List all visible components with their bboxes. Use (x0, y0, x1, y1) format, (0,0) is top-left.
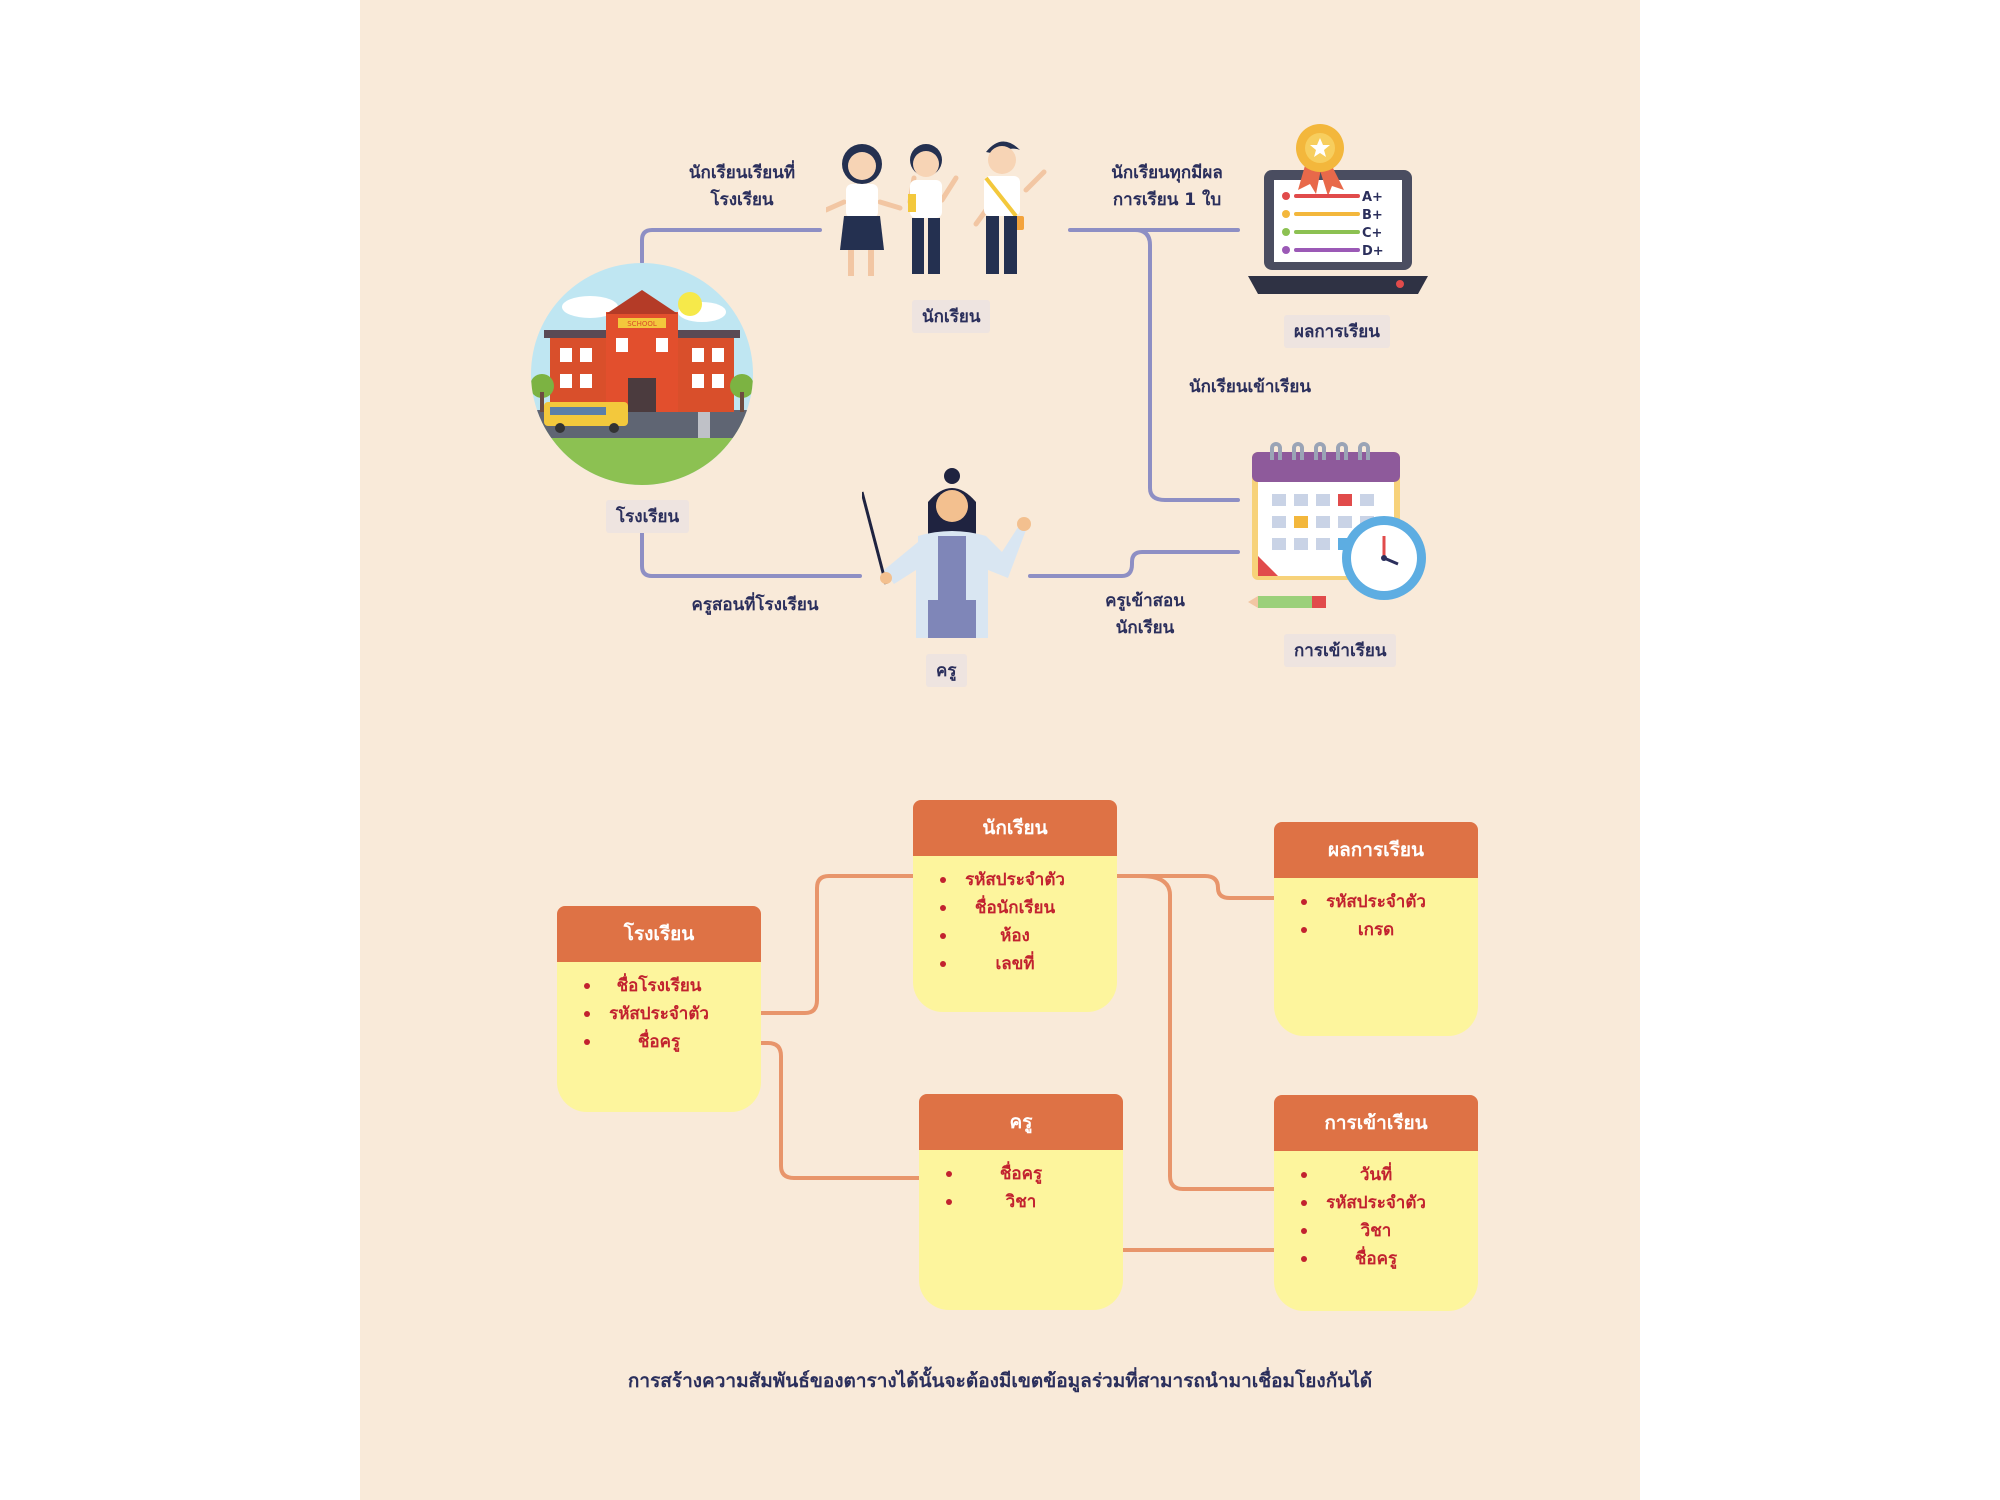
field-school-id: รหัสประจำตัว (557, 1000, 761, 1028)
table-title-teacher: ครู (919, 1094, 1123, 1150)
table-fields-attendance: วันที่ รหัสประจำตัว วิชา ชื่อครู (1274, 1151, 1478, 1311)
school-illustration-icon: SCHOOL (531, 263, 753, 485)
field-student-id: รหัสประจำตัว (913, 866, 1117, 894)
node-label-school: โรงเรียน (606, 500, 690, 533)
link-school-teacher-name (742, 1041, 948, 1180)
field-teacher-subject: วิชา (919, 1188, 1123, 1216)
link-student-attendance-id (1138, 874, 1290, 1191)
table-title-result: ผลการเรียน (1274, 822, 1478, 878)
grade-c: C+ (1362, 226, 1382, 241)
table-title-attendance: การเข้าเรียน (1274, 1095, 1478, 1151)
node-label-teacher: ครู (926, 654, 967, 687)
table-fields-school: ชื่อโรงเรียน รหัสประจำตัว ชื่อครู (557, 962, 761, 1112)
field-student-number: เลขที่ (913, 950, 1117, 978)
field-attendance-id: รหัสประจำตัว (1274, 1189, 1478, 1217)
field-teacher-name: ชื่อครู (919, 1160, 1123, 1188)
connector-school-teacher (640, 526, 862, 578)
field-attendance-teacher: ชื่อครู (1274, 1245, 1478, 1273)
field-student-name: ชื่อนักเรียน (913, 894, 1117, 922)
grade-a: A+ (1362, 190, 1383, 205)
field-result-grade: เกรด (1274, 916, 1478, 944)
connector-student-attendance (1133, 228, 1240, 502)
link-school-student-id (742, 874, 944, 1015)
table-card-school: โรงเรียน ชื่อโรงเรียน รหัสประจำตัว ชื่อค… (557, 906, 761, 1112)
connector-teacher-attendance (1028, 550, 1240, 578)
table-card-attendance: การเข้าเรียน วันที่ รหัสประจำตัว วิชา ชื… (1274, 1095, 1478, 1311)
table-card-result: ผลการเรียน รหัสประจำตัว เกรด (1274, 822, 1478, 1036)
students-illustration-icon (826, 141, 1047, 276)
connector-school-student (640, 228, 822, 264)
node-label-student: นักเรียน (912, 300, 991, 333)
field-school-teacher: ชื่อครู (557, 1028, 761, 1056)
table-card-student: นักเรียน รหัสประจำตัว ชื่อนักเรียน ห้อง … (913, 800, 1117, 1012)
edge-label-teacher-attendance: ครูเข้าสอน นักเรียน (1105, 591, 1185, 638)
field-attendance-subject: วิชา (1274, 1217, 1478, 1245)
table-title-school: โรงเรียน (557, 906, 761, 962)
edge-label-student-result: นักเรียนทุกมีผล การเรียน 1 ใบ (1111, 163, 1223, 210)
field-attendance-date: วันที่ (1274, 1161, 1478, 1189)
attendance-calendar-icon (1248, 442, 1426, 608)
result-laptop-icon: A+ B+ C+ D+ (1248, 124, 1428, 294)
diagram-caption: การสร้างความสัมพันธ์ของตารางได้นั้นจะต้อ… (627, 1370, 1373, 1392)
field-result-id: รหัสประจำตัว (1274, 888, 1478, 916)
school-sign: SCHOOL (627, 320, 657, 328)
edge-label-school-student: นักเรียนเรียนที่ โรงเรียน (688, 163, 796, 210)
table-card-teacher: ครู ชื่อครู วิชา (919, 1094, 1123, 1310)
grade-d: D+ (1362, 244, 1384, 259)
field-student-room: ห้อง (913, 922, 1117, 950)
grade-b: B+ (1362, 208, 1383, 223)
table-title-student: นักเรียน (913, 800, 1117, 856)
field-school-name: ชื่อโรงเรียน (557, 972, 761, 1000)
edge-label-student-attendance: นักเรียนเข้าเรียน (1189, 377, 1311, 397)
node-label-result: ผลการเรียน (1284, 315, 1390, 348)
teacher-illustration-icon (862, 468, 1031, 638)
link-student-result-id (1080, 874, 1290, 900)
table-fields-result: รหัสประจำตัว เกรด (1274, 878, 1478, 1036)
node-label-attendance: การเข้าเรียน (1284, 634, 1397, 667)
edge-label-school-teacher: ครูสอนที่โรงเรียน (691, 595, 819, 615)
table-fields-teacher: ชื่อครู วิชา (919, 1150, 1123, 1310)
table-fields-student: รหัสประจำตัว ชื่อนักเรียน ห้อง เลขที่ (913, 856, 1117, 1012)
